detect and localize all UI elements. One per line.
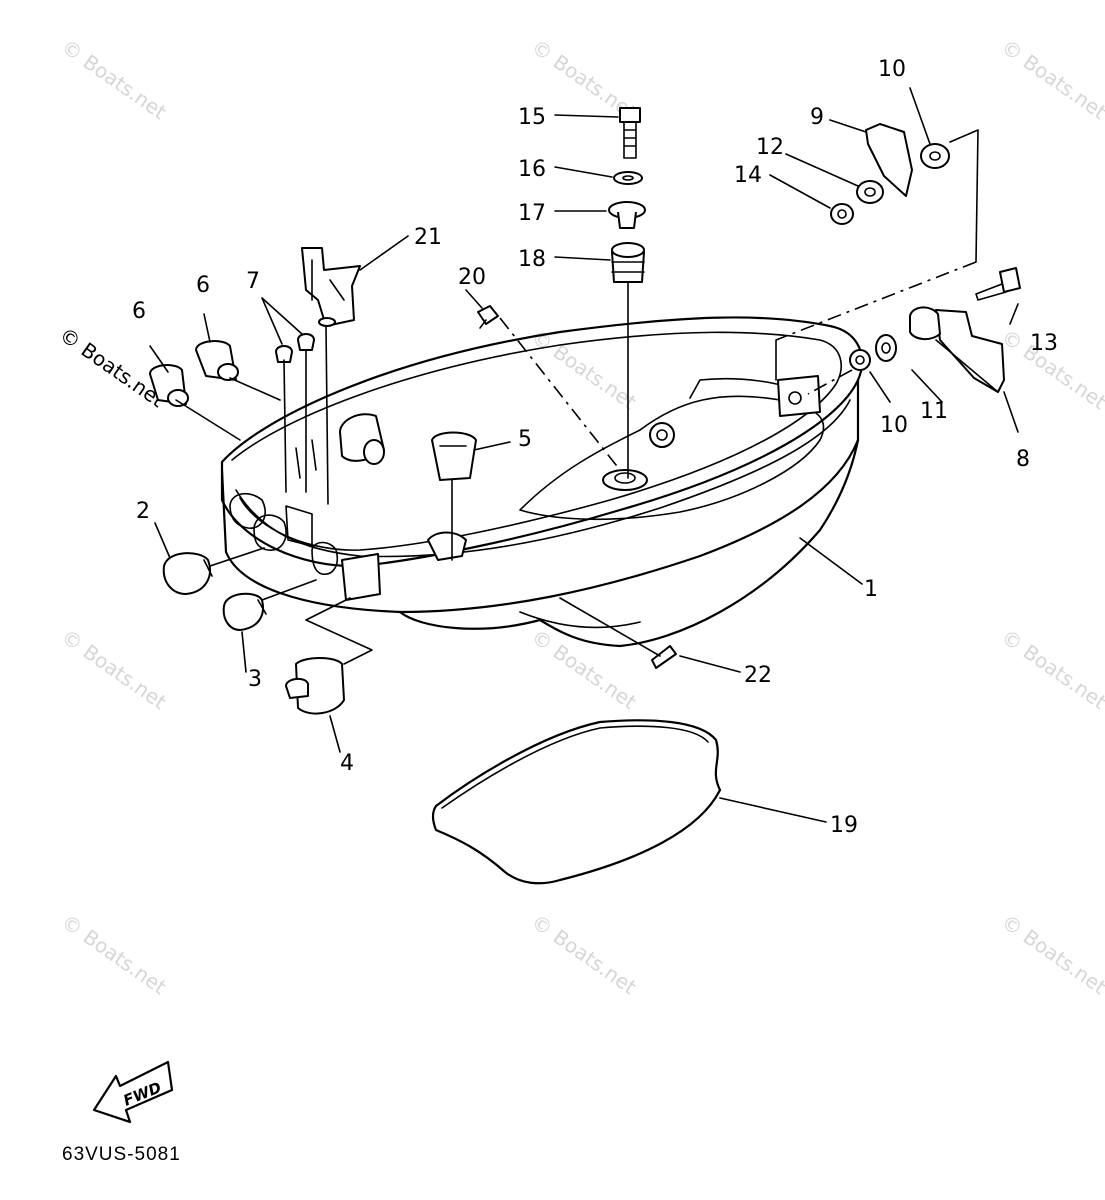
callout-6: 6 xyxy=(132,299,146,324)
watermark: © Boats.net xyxy=(527,624,641,714)
bottom-cowling xyxy=(220,316,864,648)
callout-3: 3 xyxy=(248,667,262,692)
callout-2: 2 xyxy=(136,499,150,524)
diagram-code: 63VUS-5081 xyxy=(62,1144,181,1165)
callout-7: 7 xyxy=(246,269,260,294)
callout-19: 19 xyxy=(830,813,858,838)
watermark-dark: © Boats.net xyxy=(55,322,169,412)
callout-15: 15 xyxy=(518,105,546,130)
watermark: © Boats.net xyxy=(527,909,641,999)
callout-13: 13 xyxy=(1030,331,1058,356)
callout-5: 5 xyxy=(518,427,532,452)
callout-14: 14 xyxy=(734,163,762,188)
callout-12: 12 xyxy=(756,135,784,160)
watermark: © Boats.net xyxy=(997,624,1105,714)
small-parts xyxy=(149,107,1021,715)
leader-lines xyxy=(149,87,1019,823)
callout-8: 8 xyxy=(1016,447,1030,472)
callout-1: 1 xyxy=(864,577,878,602)
watermark: © Boats.net xyxy=(997,34,1105,124)
seal-gasket xyxy=(431,719,722,885)
callout-16: 16 xyxy=(518,157,546,182)
watermark: © Boats.net xyxy=(57,34,171,124)
callout-4: 4 xyxy=(340,751,354,776)
callout-labels: 1 2 3 4 5 6 6 7 8 9 10 10 11 12 13 14 15… xyxy=(132,57,1058,838)
callout-21: 21 xyxy=(414,225,442,250)
callout-11: 11 xyxy=(920,399,948,424)
callout-10: 10 xyxy=(878,57,906,82)
watermark: © Boats.net xyxy=(57,909,171,999)
forward-direction-arrow-icon: FWD xyxy=(92,1060,174,1124)
callout-6: 6 xyxy=(196,273,210,298)
callout-20: 20 xyxy=(458,265,486,290)
callout-9: 9 xyxy=(810,105,824,130)
callout-22: 22 xyxy=(744,663,772,688)
watermark: © Boats.net xyxy=(57,624,171,714)
watermark: © Boats.net xyxy=(997,909,1105,999)
callout-17: 17 xyxy=(518,201,546,226)
callout-10: 10 xyxy=(880,413,908,438)
watermarks: © Boats.net © Boats.net © Boats.net © Bo… xyxy=(55,34,1105,999)
callout-18: 18 xyxy=(518,247,546,272)
